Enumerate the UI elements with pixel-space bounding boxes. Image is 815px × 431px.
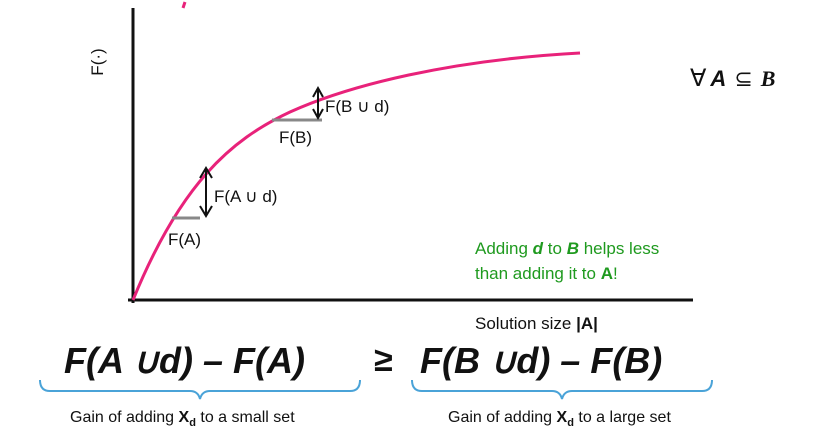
inequality-operator: ≥ xyxy=(374,341,393,379)
fa-label: F(A) xyxy=(168,230,201,249)
x-axis-label: Solution size |A| xyxy=(475,314,598,333)
curve-top-mark xyxy=(181,1,187,9)
gain-small-caption: Gain of adding Xd to a small set xyxy=(70,409,295,429)
brace-left xyxy=(39,379,361,400)
fb-label: F(B) xyxy=(279,128,312,147)
fa-union-d-label: F(A ∪ d) xyxy=(214,187,277,206)
forall-statement: ∀ A ⊆ B xyxy=(690,65,775,92)
y-axis-label: F(·) xyxy=(88,48,107,75)
gain-a-arrow xyxy=(199,166,213,218)
note-line-2: than adding it to A! xyxy=(475,264,618,283)
gain-b-arrow xyxy=(312,85,324,121)
inequality-right: F(B ∪d) – F(B) xyxy=(420,340,662,381)
submodular-curve xyxy=(131,51,581,301)
brace-right xyxy=(411,379,713,400)
fb-union-d-label: F(B ∪ d) xyxy=(325,97,389,116)
note-line-1: Adding d to B helps less xyxy=(475,239,659,258)
inequality-left: F(A ∪d) – F(A) xyxy=(64,340,305,381)
gain-large-caption: Gain of adding Xd to a large set xyxy=(448,409,671,429)
